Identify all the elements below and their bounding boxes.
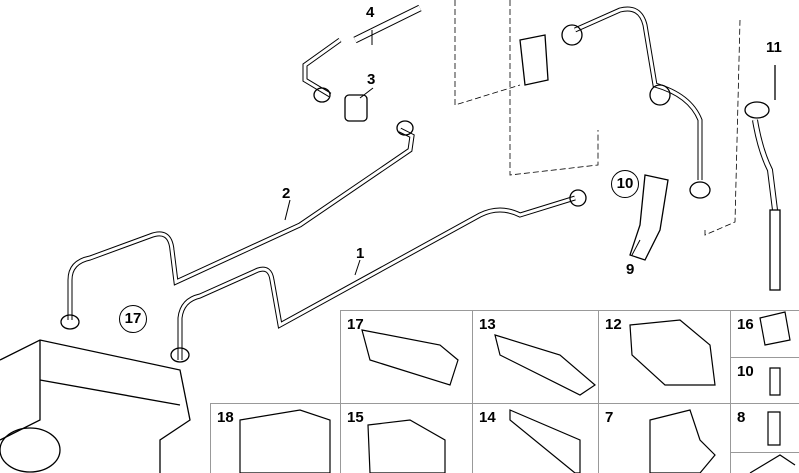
callout-circled-17[interactable]: 17 [119,305,147,333]
part-number: 7 [605,409,614,426]
part-number: 12 [605,316,622,333]
callout-11[interactable]: 11 [766,39,782,56]
part-number: 14 [479,409,496,426]
callout-4[interactable]: 4 [366,4,375,21]
part-number: 10 [737,363,754,380]
part-cell-14[interactable]: 14 [472,403,599,473]
part-number: 15 [347,409,364,426]
part-cell-18[interactable]: 18 [210,403,341,473]
part-number: 18 [217,409,234,426]
part-cell-17[interactable]: 17 [340,310,473,404]
part-cell-16[interactable]: 16 [730,310,799,358]
part-cell-extra[interactable] [730,452,799,473]
part-number: 17 [347,316,364,333]
part-number: 8 [737,409,746,426]
callout-9[interactable]: 9 [626,261,635,278]
part-cell-13[interactable]: 13 [472,310,599,404]
part-cell-10[interactable]: 10 [730,357,799,404]
callout-1[interactable]: 1 [356,245,365,262]
callout-circled-10[interactable]: 10 [611,170,639,198]
part-cell-15[interactable]: 15 [340,403,473,473]
callout-2[interactable]: 2 [282,185,291,202]
part-cell-7[interactable]: 7 [598,403,731,473]
part-cell-12[interactable]: 12 [598,310,731,404]
brake-line-2 [67,127,415,320]
callout-3[interactable]: 3 [367,71,376,88]
part-number: 13 [479,316,496,333]
part-cell-8[interactable]: 8 [730,403,799,453]
part-number: 16 [737,316,754,333]
